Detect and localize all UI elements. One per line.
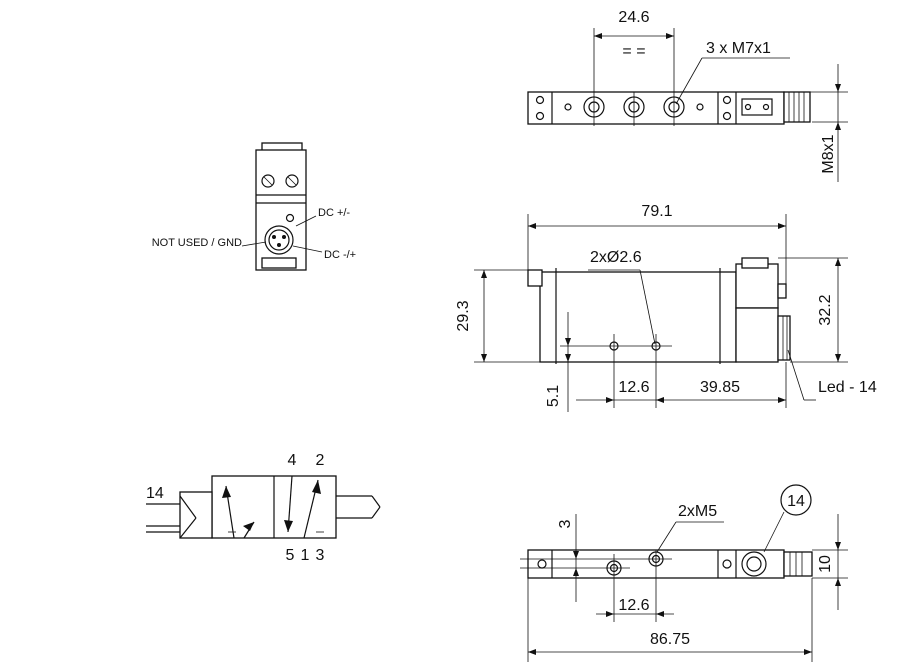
leader-line — [763, 511, 785, 553]
side-view: 79.1 2xØ2.6 29.3 32.2 12.6 39.85 5.1 Led… — [455, 203, 877, 412]
balloon-14 — [780, 484, 812, 516]
coil-housing — [735, 263, 779, 309]
valve-side-body — [539, 271, 737, 363]
manual-override — [741, 257, 769, 269]
led-label: Led - 14 — [818, 379, 877, 396]
balloon-14-text: 14 — [787, 493, 805, 510]
dim-hole-height-5-1: 5.1 — [545, 385, 562, 407]
pin-icon — [272, 235, 276, 239]
pin-icon — [277, 243, 281, 247]
dim-width-10: 10 — [817, 555, 834, 573]
port-2: 2 — [316, 452, 325, 469]
dim-pitch-24-6: 24.6 — [618, 9, 649, 26]
port-4: 4 — [288, 452, 297, 469]
port-1: 1 — [301, 547, 310, 564]
label-not-used-gnd: NOT USED / GND — [152, 237, 242, 249]
leader-line — [675, 57, 703, 105]
equal-marks: = = — [622, 43, 645, 60]
m8-connector-side — [777, 315, 791, 361]
solenoid-symbol — [179, 491, 213, 539]
threads-label: 2xM5 — [678, 503, 717, 520]
leader-line — [292, 245, 323, 253]
m8-connector-top — [783, 91, 811, 123]
led-14-icon — [741, 551, 767, 577]
valve-end-body — [255, 149, 307, 271]
pneumatic-symbol: 14 4 2 5 1 3 — [146, 452, 381, 564]
dim-m8x1: M8x1 — [820, 134, 837, 173]
pin-icon — [282, 235, 286, 239]
leader-line — [295, 215, 317, 227]
top-view: 24.6 = = 3 x M7x1 M8x1 — [527, 9, 848, 182]
leader-line — [241, 241, 267, 247]
dim-offset-3: 3 — [557, 519, 574, 528]
port-5: 5 — [286, 547, 295, 564]
connector-end-view: DC +/- DC -/+ NOT USED / GND — [152, 142, 356, 271]
led-hole-icon — [285, 213, 295, 223]
port-3: 3 — [316, 547, 325, 564]
bottom-view: 3 2xM5 14 10 12.6 86.75 — [520, 484, 848, 662]
leader-line — [787, 349, 805, 401]
leader-line — [656, 521, 677, 553]
port-14: 14 — [146, 485, 164, 502]
label-dc-pos-neg: DC +/- — [318, 207, 350, 219]
ports-label: 3 x M7x1 — [706, 40, 771, 57]
dim-length-86-75: 86.75 — [650, 631, 690, 648]
holes-label: 2xØ2.6 — [590, 249, 642, 266]
dim-length-79-1: 79.1 — [641, 203, 672, 220]
label-dc-neg-pos: DC -/+ — [324, 249, 356, 261]
leader-line — [639, 269, 656, 345]
dim-height-32-2: 32.2 — [817, 294, 834, 325]
dim-height-29-3: 29.3 — [455, 300, 472, 331]
dim-hole-pitch-12-6: 12.6 — [618, 379, 649, 396]
m8-connector-bottom — [783, 551, 813, 577]
dim-pitch-12-6: 12.6 — [618, 597, 649, 614]
dim-hole-offset-39-85: 39.85 — [700, 379, 740, 396]
screw-right-icon — [285, 174, 299, 188]
m8-connector-icon — [264, 225, 294, 255]
screw-left-icon — [261, 174, 275, 188]
